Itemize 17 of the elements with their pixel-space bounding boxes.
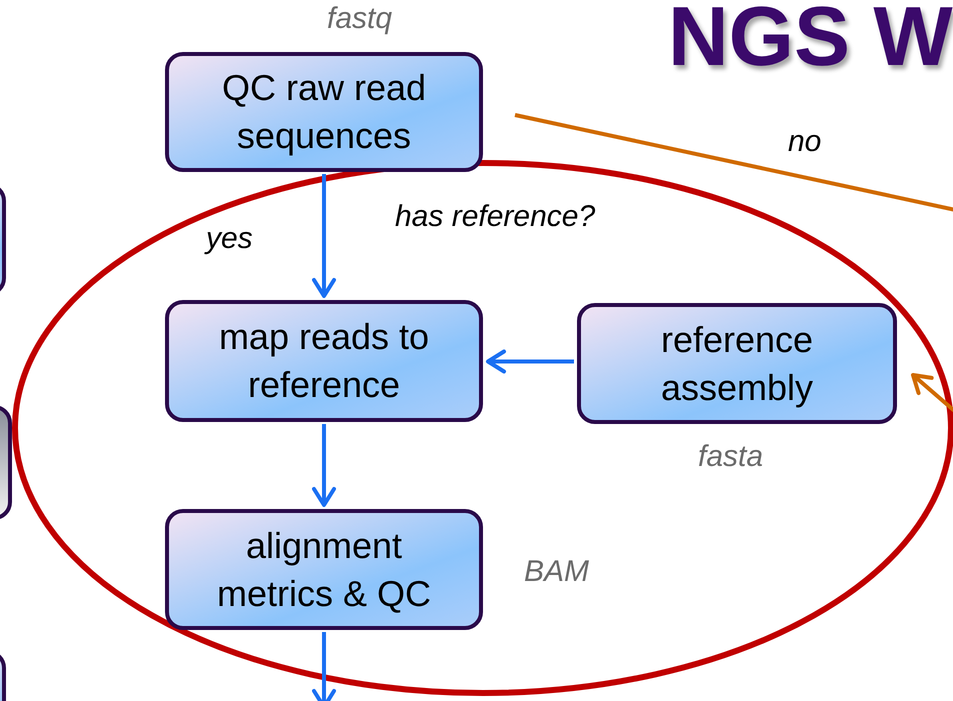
process-box (577, 303, 897, 424)
file-format-label: fasta (698, 440, 764, 474)
arrow (312, 424, 336, 507)
process-box (165, 300, 483, 422)
box-label: alignment metrics & QC (216, 524, 432, 616)
process-box (165, 52, 483, 172)
arrow (312, 174, 336, 298)
decision-label: has reference? (395, 200, 596, 234)
slide-title: NGS W (668, 0, 953, 78)
box-label: reference assembly (660, 318, 814, 410)
box-label: QC raw read sequences (220, 66, 428, 158)
process-box (165, 509, 483, 630)
arrow (312, 632, 336, 701)
arrow (486, 350, 574, 374)
box-label: map reads to reference (218, 315, 430, 407)
file-format-label: fastq (327, 2, 392, 36)
file-format-label: BAM (524, 555, 590, 589)
